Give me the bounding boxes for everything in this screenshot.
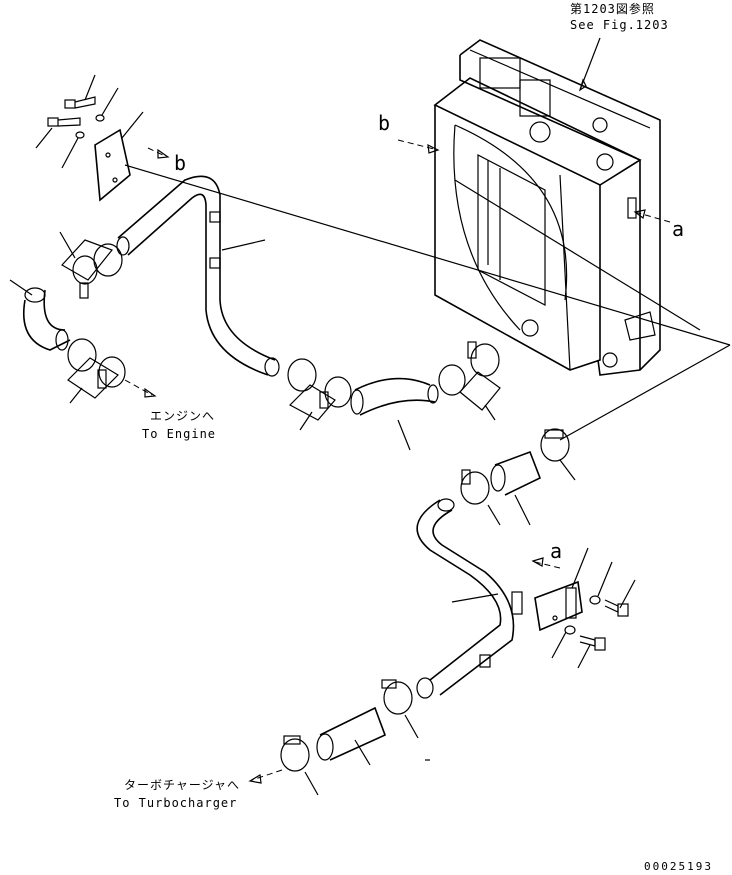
bolt-upper-1 bbox=[64, 96, 96, 109]
to-turbo-jp: ターボチャージャへ bbox=[124, 778, 241, 792]
clamp-lower-2 bbox=[381, 679, 413, 715]
bolt-lower-2 bbox=[579, 635, 606, 651]
lower-air-pipe bbox=[416, 498, 523, 699]
clamp-mid-2 bbox=[438, 341, 500, 396]
hose-left-elbow bbox=[23, 287, 71, 351]
hose-middle bbox=[350, 377, 439, 416]
fig-ref-en: See Fig.1203 bbox=[570, 18, 669, 32]
fig-ref-jp: 第1203図参照 bbox=[570, 2, 655, 16]
hose-lower-straight-2 bbox=[316, 706, 387, 761]
ref-letter-a-right: a bbox=[672, 217, 685, 241]
bracket-plate-upper bbox=[94, 128, 131, 202]
to-turbo-en: To Turbocharger bbox=[114, 796, 238, 810]
ref-letter-b-left: b bbox=[174, 151, 187, 175]
drawing-number: 00025193 bbox=[644, 860, 713, 873]
clamp-lower-right bbox=[540, 428, 570, 462]
clamp-lower-3 bbox=[280, 735, 310, 772]
to-engine-en: To Engine bbox=[142, 427, 217, 441]
bolt-lower-1 bbox=[604, 599, 629, 617]
to-engine-jp: エンジンへ bbox=[150, 409, 216, 423]
bolt-upper-2 bbox=[47, 117, 81, 127]
upper-air-pipe bbox=[116, 175, 280, 377]
hose-lower-straight-1 bbox=[490, 450, 542, 496]
clamp-lower-mid bbox=[460, 469, 490, 505]
radiator-assembly bbox=[433, 39, 661, 376]
clamp-left-1 bbox=[72, 243, 123, 299]
ref-letter-b-right: b bbox=[378, 111, 391, 135]
bracket-plate-lower bbox=[534, 580, 583, 632]
clamp-mid-1 bbox=[287, 358, 352, 409]
clamp-left-2 bbox=[67, 338, 126, 389]
ref-letter-a-lower: a bbox=[550, 539, 563, 563]
